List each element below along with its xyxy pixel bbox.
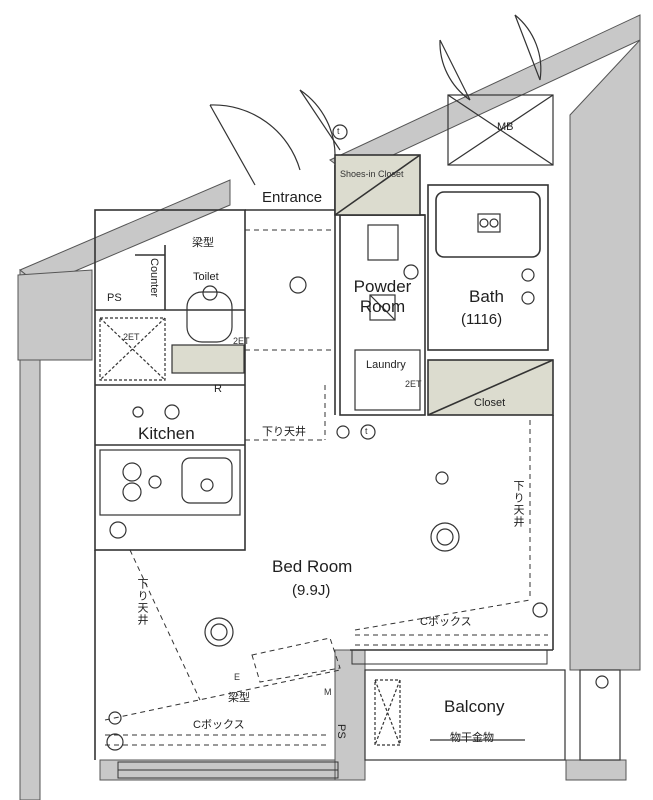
exterior-walls — [17, 14, 641, 800]
laundry-unit — [354, 224, 421, 411]
kitchen-counter — [99, 317, 241, 516]
note-c-box-bottom: Cボックス — [193, 719, 245, 731]
room-label-bath: Bath — [469, 287, 504, 306]
note-c-box-right: Cボックス — [420, 616, 472, 628]
room-label-kitchen: Kitchen — [138, 424, 195, 443]
interior-walls — [94, 154, 554, 760]
mb-door — [439, 14, 554, 166]
room-label-shoes-in-closet: Shoes-in Closet — [340, 169, 404, 179]
room-label-entrance: Entrance — [262, 189, 323, 206]
room-label-balcony: Balcony — [444, 697, 505, 716]
toilet-fixture — [171, 285, 245, 374]
windows — [117, 649, 548, 779]
room-label-bed-room-size: (9.9J) — [292, 582, 331, 599]
room-label-powder-room: Room — [359, 297, 406, 316]
room-label-ps-bottom: PS — [335, 724, 347, 739]
bath-fixtures — [477, 213, 535, 305]
note-lowered-ceiling-right: 下り天井 — [512, 480, 524, 528]
note-m-mark: M — [324, 687, 332, 697]
note-beam-top: 梁型 — [192, 237, 214, 249]
room-label-bed-room: Bed Room — [272, 557, 353, 576]
note-beam-bottom: 梁型 — [228, 692, 250, 704]
note-lowered-ceiling-left: 下り天井 — [136, 578, 148, 626]
entrance-door — [209, 89, 341, 186]
note-2et-c: 2ET — [405, 379, 422, 389]
room-label-counter: Counter — [148, 258, 160, 298]
note-r-mark: R — [214, 383, 222, 395]
room-label-toilet: Toilet — [193, 271, 219, 283]
note-2et-a: 2ET — [123, 332, 140, 342]
note-t-mark-mid: t — [365, 426, 368, 436]
note-e-mark: E — [234, 672, 241, 682]
note-lowered-ceiling-center: 下り天井 — [262, 426, 306, 438]
note-drying-rack: 物干金物 — [450, 732, 494, 744]
room-label-powder: Powder — [353, 277, 412, 296]
room-label-bath-size: (1116) — [461, 311, 503, 328]
room-label-mb: MB — [497, 121, 514, 133]
light-fixtures — [106, 124, 609, 751]
balcony-area — [364, 669, 621, 761]
room-label-closet: Closet — [474, 397, 506, 409]
room-label-ps-top: PS — [107, 292, 122, 304]
note-t-mark-top: t — [337, 126, 340, 136]
lowered-ceiling-lines — [104, 229, 548, 746]
room-label-laundry: Laundry — [366, 359, 406, 371]
note-2et-b: 2ET — [233, 336, 250, 346]
